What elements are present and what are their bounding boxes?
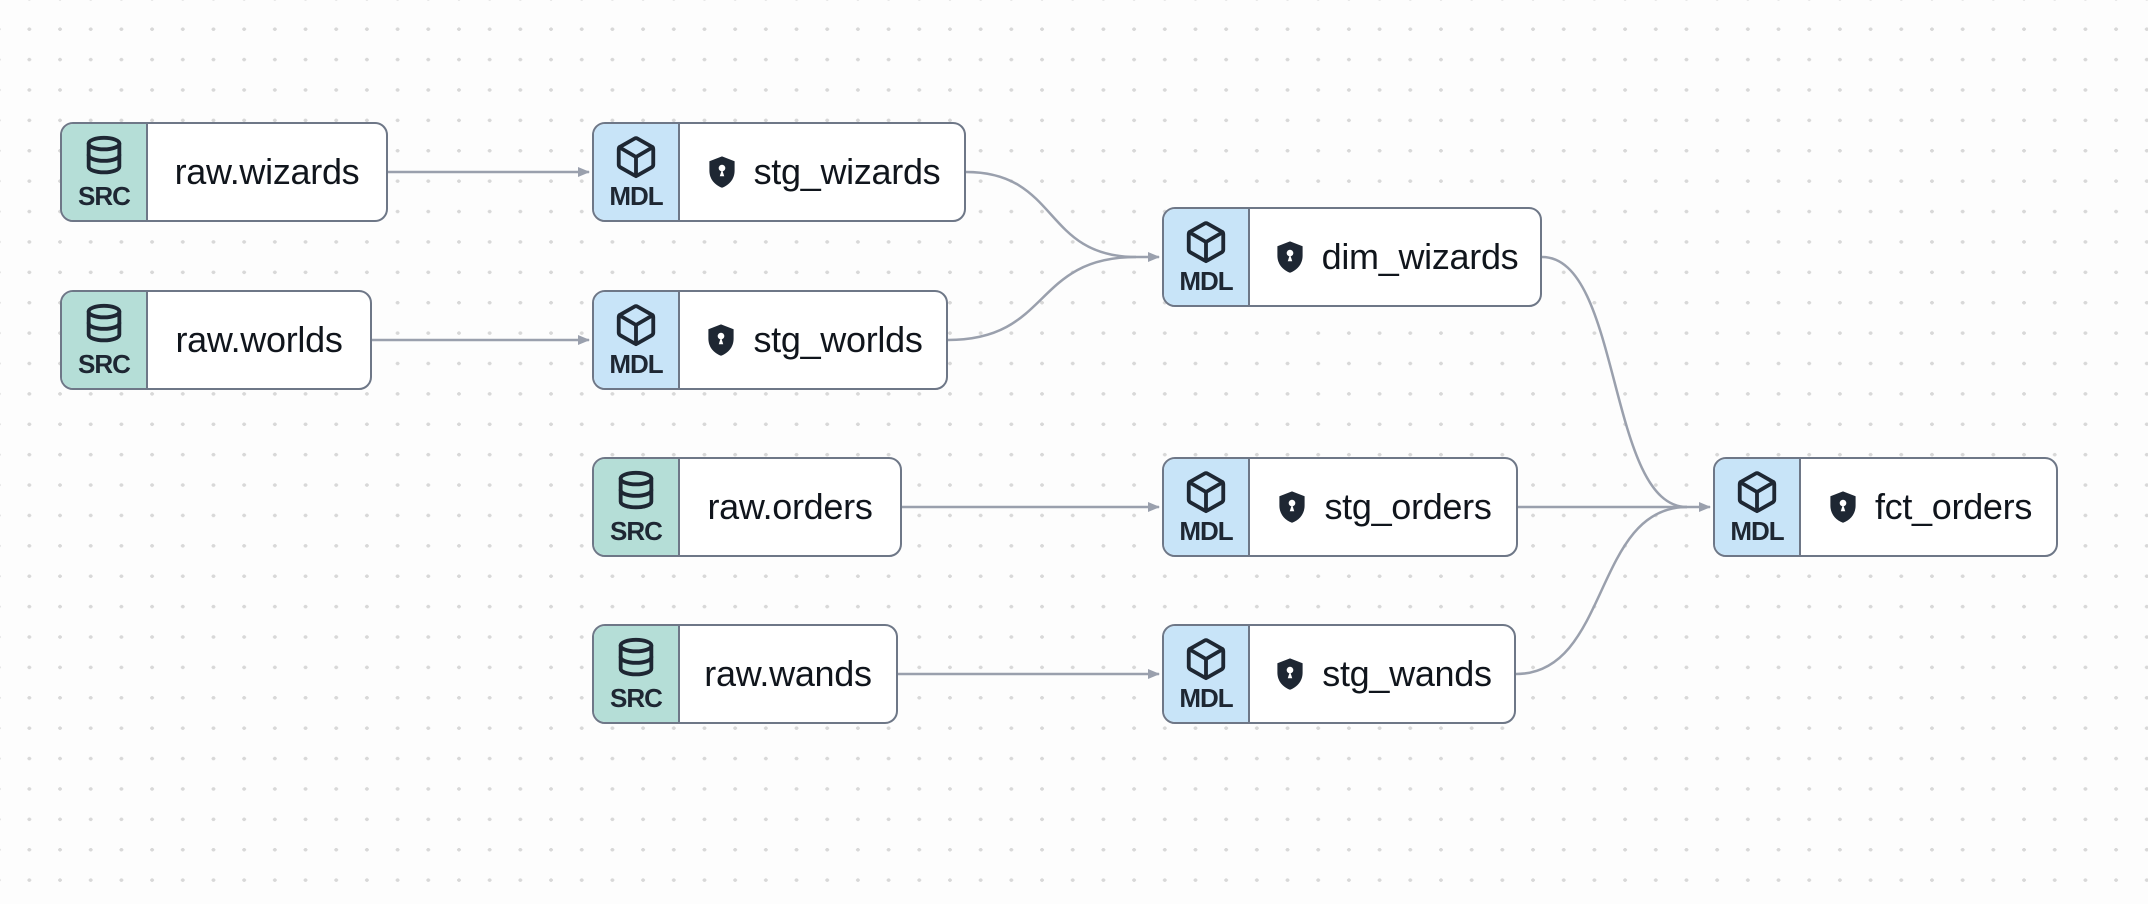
shield-lock-icon: [1279, 491, 1306, 523]
cube-icon: [1183, 219, 1229, 265]
shield-lock-icon: [1274, 489, 1310, 525]
shield-lock-icon: [1825, 489, 1861, 525]
node-type-label: SRC: [610, 682, 663, 713]
lineage-edge: [1515, 505, 1688, 676]
node-title: raw.orders: [707, 486, 873, 527]
graph-node-raw_wizards[interactable]: SRC raw.wizards: [60, 122, 388, 222]
node-type-badge: MDL: [594, 124, 680, 220]
node-type-badge: SRC: [62, 292, 148, 388]
database-icon: [618, 637, 654, 676]
graph-node-stg_orders[interactable]: MDL stg_orders: [1162, 457, 1518, 557]
node-title: dim_wizards: [1321, 236, 1519, 277]
database-icon: [86, 135, 122, 174]
node-type-badge: MDL: [1164, 626, 1250, 722]
node-type-label: MDL: [1179, 515, 1233, 546]
node-title: raw.wizards: [174, 151, 360, 192]
lineage-edge: [1541, 255, 1688, 509]
cube-icon: [613, 302, 659, 348]
graph-node-stg_wizards[interactable]: MDL stg_wizards: [592, 122, 966, 222]
cube-icon: [1183, 469, 1229, 515]
cube-icon: [1186, 637, 1226, 680]
cube-icon: [616, 303, 656, 346]
cube-icon: [1734, 469, 1780, 515]
cube-icon: [1186, 220, 1226, 263]
lineage-edge: [965, 170, 1137, 259]
graph-node-raw_worlds[interactable]: SRC raw.worlds: [60, 290, 372, 390]
cube-icon: [1737, 470, 1777, 513]
shield-lock-icon: [1830, 491, 1856, 523]
cube-icon: [613, 134, 659, 180]
shield-lock-icon: [709, 156, 735, 188]
node-type-label: SRC: [78, 180, 131, 211]
lineage-edge: [947, 255, 1137, 342]
node-title: stg_orders: [1324, 486, 1492, 527]
graph-node-stg_wands[interactable]: MDL stg_wands: [1162, 624, 1516, 724]
node-type-badge: SRC: [594, 626, 680, 722]
shield-lock-icon: [1277, 241, 1303, 273]
node-title: raw.worlds: [175, 319, 343, 360]
graph-node-raw_orders[interactable]: SRC raw.orders: [592, 457, 902, 557]
cube-icon: [1186, 470, 1226, 513]
node-type-label: MDL: [609, 348, 663, 379]
node-title: stg_worlds: [753, 319, 923, 360]
graph-node-dim_wizards[interactable]: MDL dim_wizards: [1162, 207, 1542, 307]
node-type-label: MDL: [1730, 515, 1784, 546]
node-type-badge: MDL: [1164, 209, 1250, 305]
database-icon: [618, 470, 654, 509]
node-type-badge: MDL: [1164, 459, 1250, 555]
database-icon: [81, 134, 127, 180]
node-title: fct_orders: [1874, 486, 2033, 527]
graph-node-stg_worlds[interactable]: MDL stg_worlds: [592, 290, 948, 390]
node-type-badge: SRC: [594, 459, 680, 555]
node-type-label: SRC: [610, 515, 663, 546]
graph-node-fct_orders[interactable]: MDL fct_orders: [1713, 457, 2058, 557]
node-type-label: SRC: [78, 348, 131, 379]
graph-node-raw_wands[interactable]: SRC raw.wands: [592, 624, 898, 724]
database-icon: [81, 302, 127, 348]
cube-icon: [1183, 636, 1229, 682]
cube-icon: [616, 135, 656, 178]
shield-lock-icon: [1272, 656, 1308, 692]
shield-lock-icon: [1272, 239, 1308, 275]
node-title: raw.wands: [704, 653, 872, 694]
node-type-badge: MDL: [1715, 459, 1801, 555]
node-type-label: MDL: [609, 180, 663, 211]
shield-lock-icon: [704, 154, 740, 190]
database-icon: [613, 636, 659, 682]
node-type-badge: SRC: [62, 124, 148, 220]
node-title: stg_wands: [1322, 653, 1492, 694]
node-type-badge: MDL: [594, 292, 680, 388]
shield-lock-icon: [703, 322, 739, 358]
database-icon: [613, 469, 659, 515]
database-icon: [86, 303, 122, 342]
shield-lock-icon: [708, 324, 735, 356]
node-title: stg_wizards: [753, 151, 941, 192]
shield-lock-icon: [1277, 658, 1303, 690]
node-type-label: MDL: [1179, 265, 1233, 296]
node-type-label: MDL: [1179, 682, 1233, 713]
